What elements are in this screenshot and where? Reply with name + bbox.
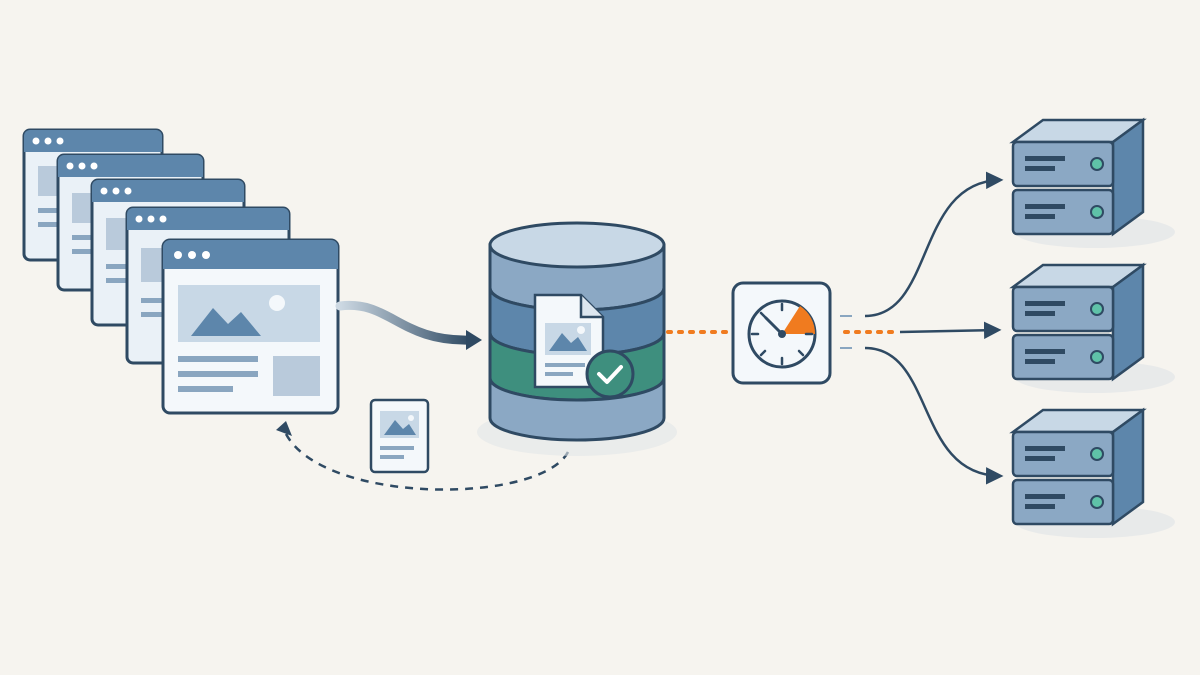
server-icon [1009, 117, 1175, 248]
cached-file-icon [533, 293, 605, 389]
cached-response-arrow [276, 421, 570, 491]
stopwatch-icon [747, 299, 817, 369]
check-icon [585, 349, 635, 399]
server-icon [1009, 407, 1175, 538]
document-icon [369, 398, 430, 474]
server-arrow-bottom [864, 346, 1004, 485]
server-arrow-middle [899, 321, 1002, 340]
server-rack [1009, 117, 1175, 538]
fanout-connector [840, 315, 897, 349]
server-arrow-top [864, 171, 1004, 318]
ttl-timer [731, 281, 832, 385]
browser-window-icon [161, 238, 340, 415]
image-placeholder-icon [178, 285, 320, 342]
cache-database [477, 221, 677, 456]
browser-window-stack [22, 128, 340, 415]
server-icon [1009, 262, 1175, 393]
request-flow-arrow [335, 300, 482, 350]
